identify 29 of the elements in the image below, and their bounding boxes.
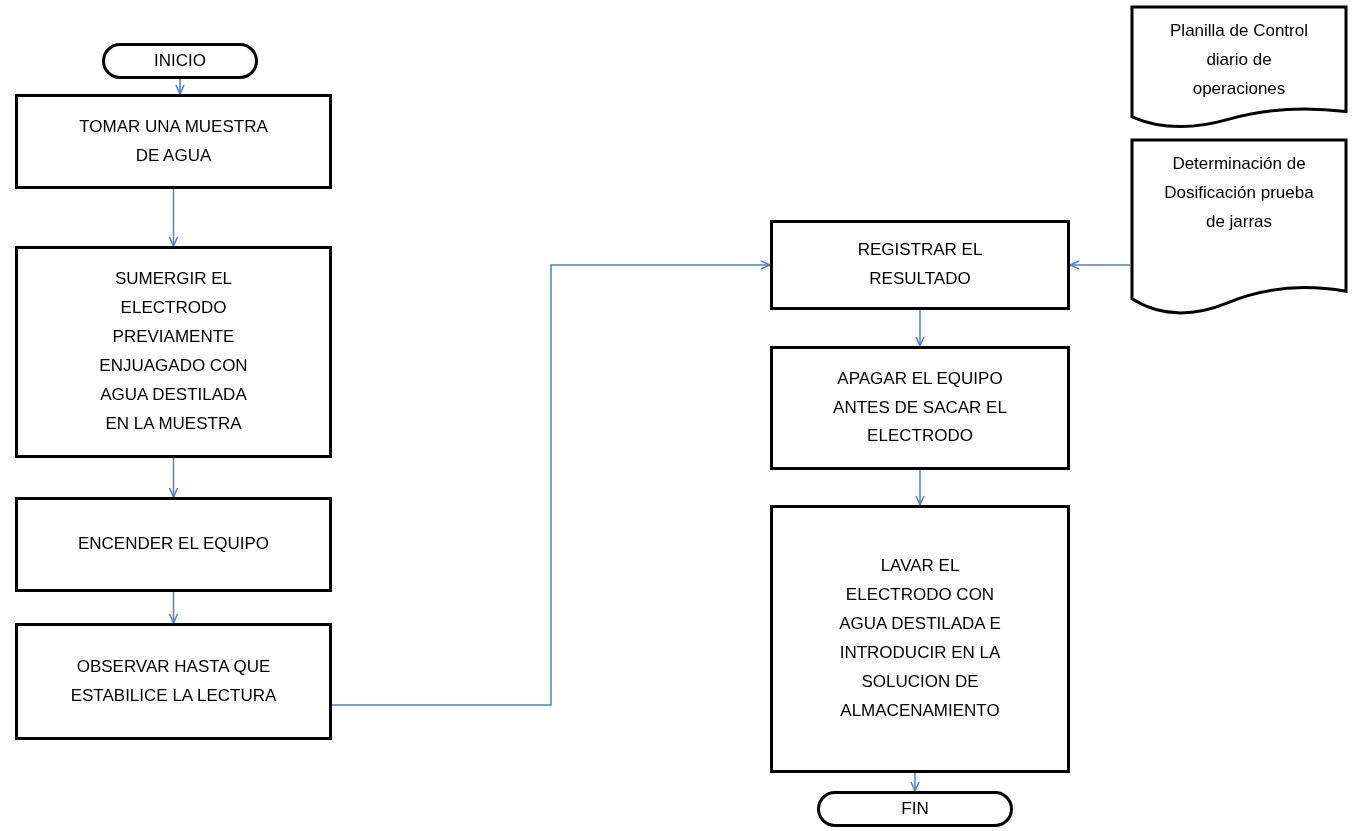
node-label: Determinación de Dosificación prueba de jarras (1163, 153, 1315, 233)
node-label: REGISTRAR EL RESULTADO (856, 239, 984, 290)
process-box (15, 497, 332, 592)
terminal-shape (102, 43, 258, 79)
arrow (175, 78, 185, 95)
node-label: OBSERVAR HASTA QUE ESTABILICE LA LECTURA (69, 655, 278, 707)
terminal-shape (817, 791, 1013, 827)
node-label: TOMAR UNA MUESTRA DE AGUA (78, 115, 269, 167)
arrow (1069, 260, 1131, 270)
process-box (770, 505, 1070, 773)
arrow (168, 457, 179, 498)
arrow (168, 188, 179, 247)
node-label: INICIO (154, 49, 206, 72)
node-label: Planilla de Control diario de operaciones (1169, 20, 1309, 100)
process-box (770, 346, 1070, 470)
node-label: APAGAR EL EQUIPO ANTES DE SACAR EL ELECTRODO (832, 367, 1008, 448)
process-box (770, 220, 1070, 310)
arrow (168, 591, 179, 624)
arrow (915, 469, 925, 506)
process-box (15, 623, 332, 740)
process-box (15, 246, 332, 458)
arrow (910, 772, 920, 792)
node-label: SUMERGIR EL ELECTRODO PREVIAMENTE ENJUAGADO CON AGUA DESTILADA EN LA MUESTRA (98, 268, 249, 435)
node-label: FIN (901, 797, 929, 820)
node-label: LAVAR EL ELECTRODO CON AGUA DESTILADA E INTRODUCIR EN LA SOLUCION DE ALMACENAMIENTO (838, 555, 1002, 722)
node-label: ENCENDER EL EQUIPO (77, 533, 270, 556)
arrow (915, 309, 925, 347)
process-box (15, 94, 332, 189)
arrow (331, 260, 771, 706)
